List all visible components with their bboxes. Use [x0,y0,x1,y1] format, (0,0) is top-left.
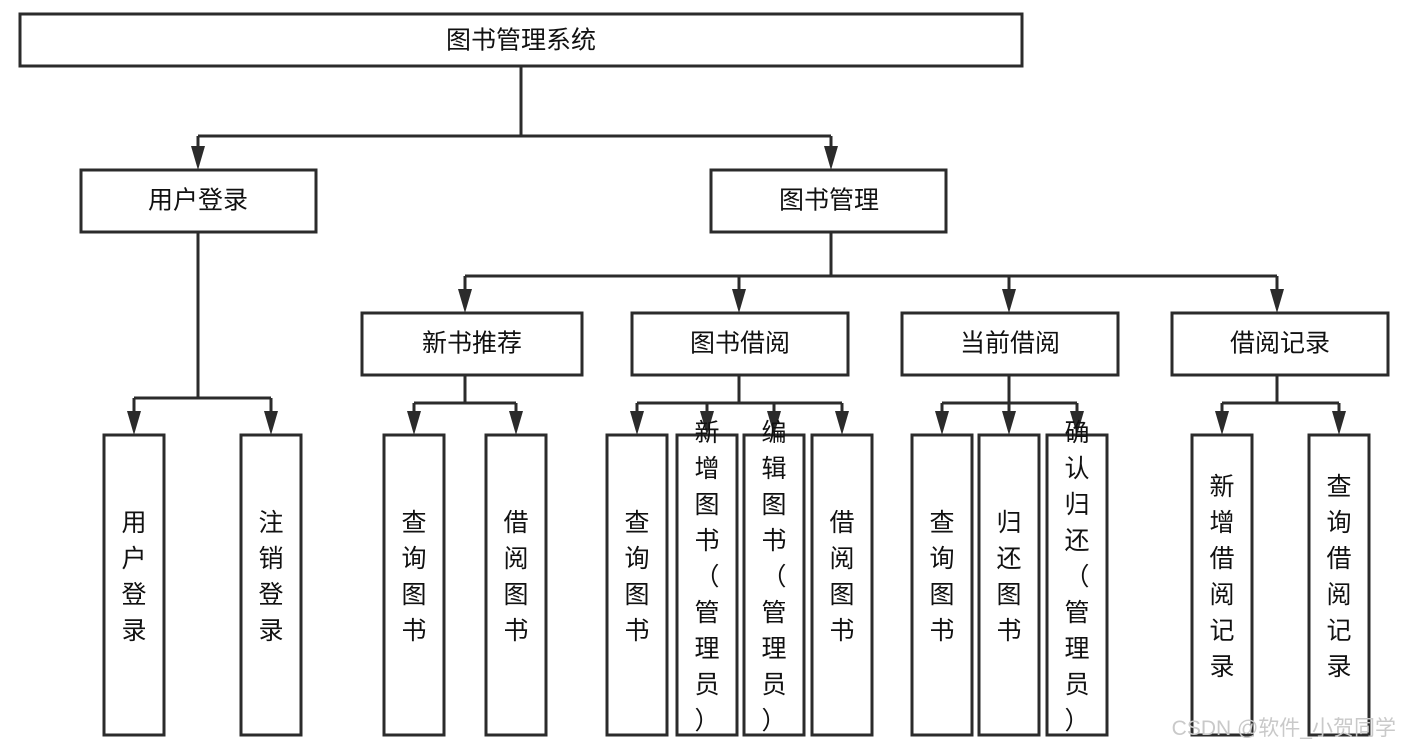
node-leaf-query-record[interactable]: 查询借阅记录 [1307,433,1371,737]
arrow-head-leaf-query-book-2 [630,411,644,435]
arrow-head-new-book-recommend [458,289,472,313]
node-leaf-query-record-label: 查询借阅记录 [1326,473,1351,681]
node-leaf-query-book-2-label: 查询图书 [624,509,649,645]
node-leaf-query-book-3-box[interactable] [910,433,974,737]
node-new-book-recommend-label: 新书推荐 [422,330,522,358]
node-book-management-label: 图书管理 [779,187,879,215]
arrow-head-leaf-query-book-3 [935,411,949,435]
node-leaf-user-login[interactable]: 用户登录 [102,433,166,737]
arrow-head-book-management [824,146,838,170]
node-root-label: 图书管理系统 [446,27,596,55]
arrow-head-leaf-query-record [1332,411,1346,435]
node-leaf-logout-login-label: 注销登录 [258,509,283,645]
node-leaf-add-book-box[interactable] [675,433,739,737]
node-leaf-add-record-box[interactable] [1190,433,1254,737]
arrow-head-book-borrow [732,289,746,313]
arrow-head-leaf-add-book [700,411,714,435]
node-leaf-query-book-2-box[interactable] [605,433,669,737]
node-leaf-confirm-return-label: 确认归还（管理员） [1064,419,1089,735]
node-borrow-record-box[interactable] [1170,311,1390,377]
arrow-head-user-login [191,146,205,170]
arrow-head-leaf-user-login [127,411,141,435]
arrow-head-leaf-return-book [1002,411,1016,435]
node-leaf-logout-login[interactable]: 注销登录 [239,433,303,737]
arrow-head-leaf-edit-book [767,411,781,435]
node-leaf-edit-book-box[interactable] [742,433,806,737]
node-book-borrow-label: 图书借阅 [690,330,790,358]
node-leaf-edit-book[interactable]: 编辑图书（管理员） [742,419,806,737]
node-book-borrow[interactable]: 图书借阅 [630,311,850,377]
node-new-book-recommend[interactable]: 新书推荐 [360,311,584,377]
node-user-login[interactable]: 用户登录 [79,168,318,234]
arrow-head-leaf-borrow-book-1 [509,411,523,435]
node-new-book-recommend-box[interactable] [360,311,584,377]
node-leaf-logout-login-box[interactable] [239,433,303,737]
node-leaf-user-login-label: 用户登录 [121,509,146,645]
node-leaf-add-book[interactable]: 新增图书（管理员） [675,419,739,737]
node-leaf-query-book-2[interactable]: 查询图书 [605,433,669,737]
node-leaf-user-login-box[interactable] [102,433,166,737]
node-current-borrow-box[interactable] [900,311,1120,377]
node-leaf-query-book-1-box[interactable] [382,433,446,737]
node-leaf-query-record-box[interactable] [1307,433,1371,737]
node-leaf-confirm-return[interactable]: 确认归还（管理员） [1045,419,1109,737]
node-leaf-borrow-book-2-box[interactable] [810,433,874,737]
node-borrow-record-label: 借阅记录 [1230,330,1330,358]
arrow-head-leaf-confirm-return [1070,411,1084,435]
connector-group-root [191,66,838,170]
node-current-borrow[interactable]: 当前借阅 [900,311,1120,377]
connector-group-borrow-record [1215,375,1346,435]
connector-group-user-login [127,232,278,435]
node-leaf-borrow-book-1-label: 借阅图书 [503,509,528,645]
arrow-head-leaf-add-record [1215,411,1229,435]
connector-group-book-borrow [630,375,849,435]
node-leaf-return-book-box[interactable] [977,433,1041,737]
connector-group-new-book-recommend [407,375,523,435]
arrow-head-current-borrow [1002,289,1016,313]
node-leaf-confirm-return-box[interactable] [1045,433,1109,737]
node-current-borrow-label: 当前借阅 [960,330,1060,358]
csdn-watermark: CSDN @软件_小贺同学 [1172,717,1396,740]
node-leaf-return-book-label: 归还图书 [996,509,1021,645]
node-leaf-add-record-label: 新增借阅记录 [1209,473,1234,681]
node-leaf-edit-book-label: 编辑图书（管理员） [761,419,786,735]
node-leaf-add-book-label: 新增图书（管理员） [694,419,719,735]
node-leaf-query-book-1-label: 查询图书 [401,509,426,645]
node-book-borrow-box[interactable] [630,311,850,377]
node-root-box[interactable] [18,12,1024,68]
node-user-login-label: 用户登录 [148,187,248,215]
node-leaf-return-book[interactable]: 归还图书 [977,433,1041,737]
node-leaf-borrow-book-2[interactable]: 借阅图书 [810,433,874,737]
connector-group-current-borrow [935,375,1084,435]
arrow-head-leaf-borrow-book-2 [835,411,849,435]
connector-group-book-management [458,232,1284,313]
node-user-login-box[interactable] [79,168,318,234]
arrow-head-leaf-query-book-1 [407,411,421,435]
arrow-head-leaf-logout-login [264,411,278,435]
node-leaf-borrow-book-2-label: 借阅图书 [829,509,854,645]
node-borrow-record[interactable]: 借阅记录 [1170,311,1390,377]
node-book-management[interactable]: 图书管理 [709,168,948,234]
arrow-head-borrow-record [1270,289,1284,313]
node-root[interactable]: 图书管理系统 [18,12,1024,68]
node-leaf-query-book-3[interactable]: 查询图书 [910,433,974,737]
node-leaf-query-book-3-label: 查询图书 [929,509,954,645]
node-leaf-borrow-book-1[interactable]: 借阅图书 [484,433,548,737]
node-book-management-box[interactable] [709,168,948,234]
node-leaf-add-record[interactable]: 新增借阅记录 [1190,433,1254,737]
node-leaf-borrow-book-1-box[interactable] [484,433,548,737]
node-leaf-query-book-1[interactable]: 查询图书 [382,433,446,737]
